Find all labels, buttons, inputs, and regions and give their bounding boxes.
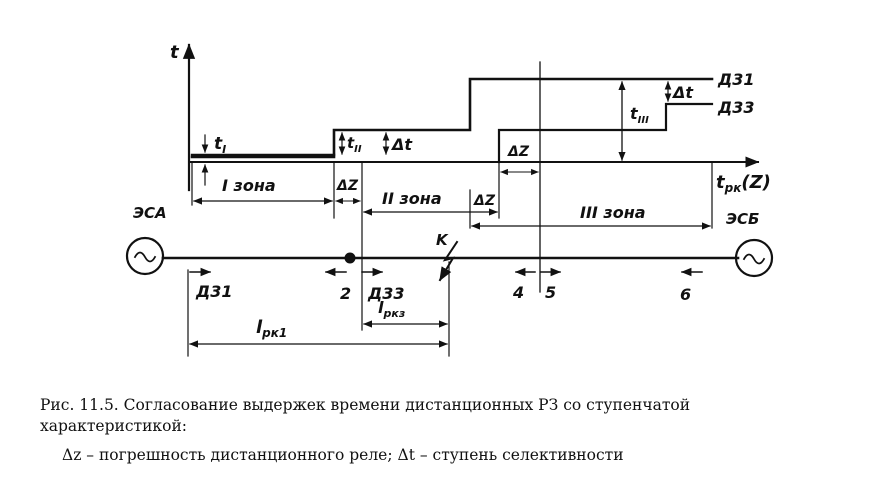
t1-label: tI xyxy=(214,134,226,156)
delta-z-label-1: ΔZ xyxy=(336,178,359,194)
caption-line-3: Δz – погрешность дистанционного реле; Δt… xyxy=(62,446,624,464)
characteristic-d31 xyxy=(190,77,714,159)
relay-2-label: 2 xyxy=(340,284,351,303)
protection-coordination-diagram: t tрк(Z) tI tII tIII Δt Δt ΔZ ΔZ ΔZ I зо… xyxy=(125,42,774,357)
lrk3-label: lркз xyxy=(378,298,405,320)
trk-axis-label: tрк(Z) xyxy=(716,172,771,195)
source-right-icon xyxy=(734,238,774,278)
fault-label: K xyxy=(436,231,449,249)
lrk1-label: lрк1 xyxy=(256,317,287,340)
relay-5-label: 5 xyxy=(545,283,556,302)
zone3-label: III зона xyxy=(580,203,646,222)
relay-6-label: 6 xyxy=(680,285,691,304)
t3-label: tIII xyxy=(630,104,649,126)
delta-z-label-3: ΔZ xyxy=(507,144,530,160)
t2-label: tII xyxy=(347,134,362,155)
relay-4-label: 4 xyxy=(512,283,524,302)
source-left-icon xyxy=(125,236,165,276)
zone2-label: II зона xyxy=(382,189,442,208)
delta-t-label-2: Δt xyxy=(671,83,694,102)
curve-d31-label: Д31 xyxy=(717,70,755,89)
t-axis-label: t xyxy=(170,42,180,63)
source-left-label: ЭСА xyxy=(133,204,167,222)
characteristic-d33 xyxy=(497,102,714,164)
zone1-label: I зона xyxy=(222,176,276,195)
caption-line-1: Рис. 11.5. Согласование выдержек времени… xyxy=(40,396,691,414)
delta-t-label-1: Δt xyxy=(390,135,413,154)
caption-line-2: характеристикой: xyxy=(40,417,187,435)
curve-d33-label: Д33 xyxy=(717,98,755,117)
figure-caption: Рис. 11.5. Согласование выдержек времени… xyxy=(40,395,840,466)
source-right-label: ЭСБ xyxy=(726,210,759,228)
delta-z-label-2: ΔZ xyxy=(473,193,496,209)
fault-icon xyxy=(438,240,459,282)
relay-d31-label: Д31 xyxy=(195,282,233,301)
relay-d33-label: Д33 xyxy=(367,284,405,303)
